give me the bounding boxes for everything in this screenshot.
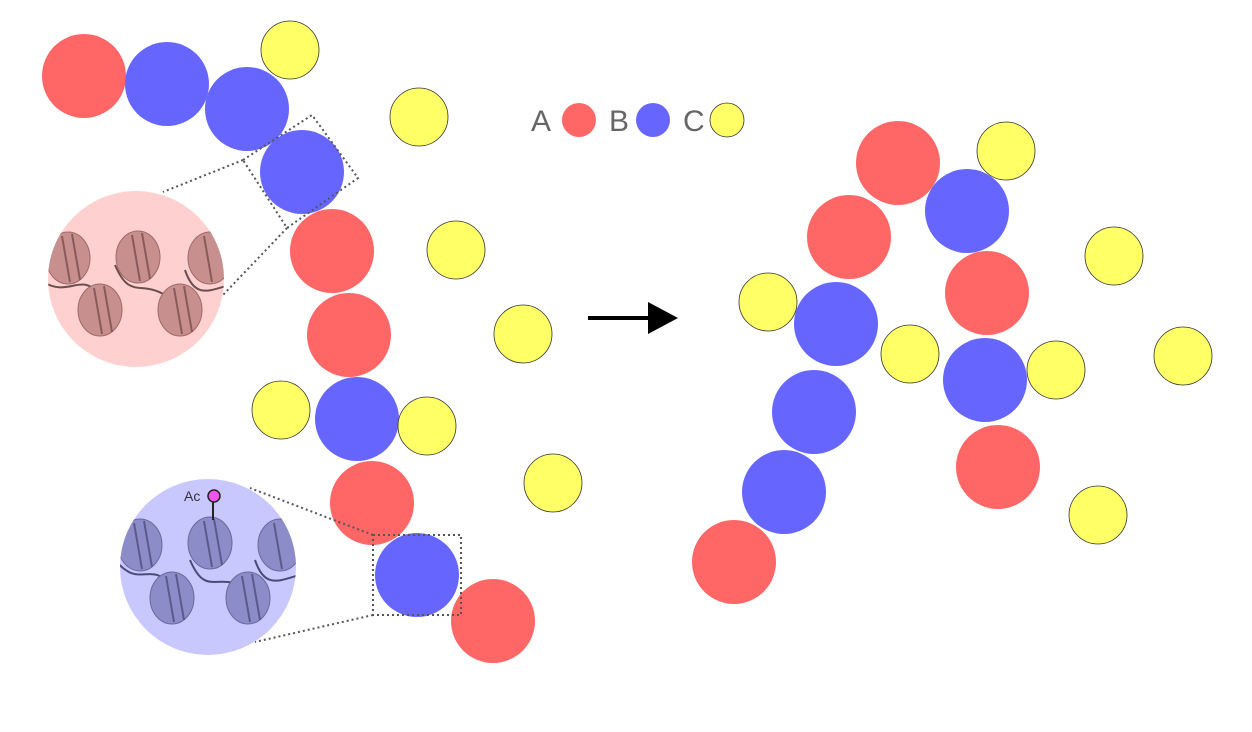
right-bead-b	[925, 169, 1009, 253]
right-bead-b	[742, 450, 826, 534]
nucleosome-icon	[77, 283, 123, 337]
legend-label-b: B	[609, 105, 629, 138]
left-bead-a	[451, 579, 535, 663]
nucleosome-icon	[187, 516, 233, 570]
nucleosome-group	[48, 230, 224, 337]
legend-swatch-b	[636, 103, 670, 137]
legend-swatch-c	[709, 102, 745, 138]
zoom-box-lower	[249, 487, 462, 643]
legend: A B C	[531, 102, 745, 138]
left-particle-c	[426, 220, 486, 280]
right-bead-a	[956, 425, 1040, 509]
acetyl-label: Ac	[184, 488, 200, 504]
left-chain	[42, 20, 583, 663]
left-particle-c	[389, 87, 449, 147]
right-particle-c	[880, 324, 940, 384]
left-bead-a	[290, 209, 374, 293]
left-particle-c	[251, 380, 311, 440]
left-bead-b	[205, 67, 289, 151]
right-bead-b	[772, 370, 856, 454]
right-bead-a	[807, 195, 891, 279]
acetyl-mark: Ac	[184, 488, 221, 520]
right-particle-c	[1068, 485, 1128, 545]
nucleosome-icon	[225, 571, 271, 625]
right-bead-a	[692, 520, 776, 604]
chromatin-inset-pink	[48, 191, 224, 367]
right-arrow-icon	[588, 302, 678, 334]
left-bead-a	[330, 461, 414, 545]
nucleosome-icon	[115, 230, 161, 284]
left-particle-c	[260, 20, 320, 80]
left-bead-b	[125, 42, 209, 126]
right-bead-b	[794, 282, 878, 366]
left-bead-a	[42, 34, 126, 118]
nucleosome-icon	[149, 571, 195, 625]
nucleosome-icon	[257, 518, 296, 572]
nucleosome-icon	[120, 518, 163, 572]
left-particle-c	[523, 453, 583, 513]
right-particle-c	[976, 121, 1036, 181]
nucleosome-icon	[157, 283, 203, 337]
left-particle-c	[493, 304, 553, 364]
right-bead-a	[856, 121, 940, 205]
right-particle-c	[738, 272, 798, 332]
right-particle-c	[1153, 326, 1213, 386]
right-cluster	[692, 121, 1213, 604]
right-particle-c	[1026, 340, 1086, 400]
left-bead-b	[260, 130, 344, 214]
left-bead-a	[307, 293, 391, 377]
nucleosome-icon	[187, 231, 224, 285]
right-bead-b	[943, 338, 1027, 422]
chromatin-inset-blue: Ac	[120, 479, 296, 655]
left-bead-b	[375, 533, 459, 617]
right-bead-a	[945, 251, 1029, 335]
nucleosome-icon	[48, 231, 91, 285]
legend-label-a: A	[531, 105, 551, 138]
left-bead-b	[315, 377, 399, 461]
zoom-box-upper	[162, 113, 360, 297]
legend-swatch-a	[562, 103, 596, 137]
legend-label-c: C	[683, 105, 705, 138]
right-particle-c	[1084, 226, 1144, 286]
left-particle-c	[397, 396, 457, 456]
